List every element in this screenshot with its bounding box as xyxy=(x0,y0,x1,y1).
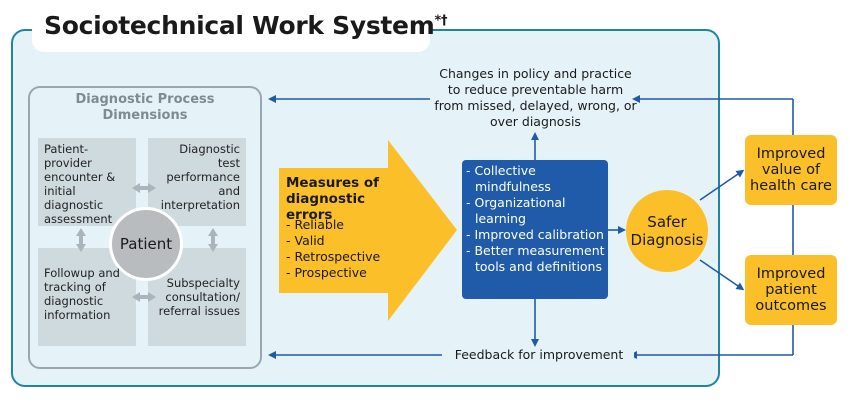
outcome-patient-outcomes: Improved patient outcomes xyxy=(745,255,837,325)
quadrant-patient-provider-encounter: Patient-provider encounter & initial dia… xyxy=(38,138,136,226)
measures-title: Measures of diagnostic errors xyxy=(286,175,380,223)
feedback-text: Feedback for improvement xyxy=(444,347,634,362)
double-arrow-left xyxy=(76,228,86,252)
double-arrow-bottom xyxy=(132,292,156,302)
patient-circle: Patient xyxy=(109,207,183,281)
title-box xyxy=(32,8,430,52)
diagnostic-process-title: Diagnostic Process Dimensions xyxy=(75,92,215,123)
outcome-value-of-care: Improved value of health care xyxy=(745,135,837,205)
measure-item: Reliable xyxy=(286,217,380,233)
intervention-item: Organizational learning xyxy=(466,195,606,227)
arrow-safer-to-outcomes xyxy=(699,259,745,291)
measures-list: Reliable Valid Retrospective Prospective xyxy=(286,217,380,281)
intervention-item: Better measurement tools and definitions xyxy=(466,243,606,275)
policy-changes-text: Changes in policy and practice to reduce… xyxy=(434,66,637,129)
measure-item: Retrospective xyxy=(286,249,380,265)
diagnostic-process-box xyxy=(28,86,262,369)
title-footnote-marks: *† xyxy=(434,13,448,29)
interventions-list: Collective mindfulness Organizational le… xyxy=(466,163,606,275)
intervention-item: Collective mindfulness xyxy=(466,163,606,195)
arrow-safer-to-value xyxy=(699,169,745,201)
measure-item: Valid xyxy=(286,233,380,249)
double-arrow-right xyxy=(208,228,218,252)
diagram-title: Sociotechnical Work System*† xyxy=(44,11,448,40)
double-arrow-top xyxy=(132,183,156,193)
quadrant-connector-arrows xyxy=(76,183,218,302)
measure-item: Prospective xyxy=(286,265,380,281)
safer-diagnosis-circle: Safer Diagnosis xyxy=(626,190,708,272)
intervention-item: Improved calibration xyxy=(466,227,606,243)
